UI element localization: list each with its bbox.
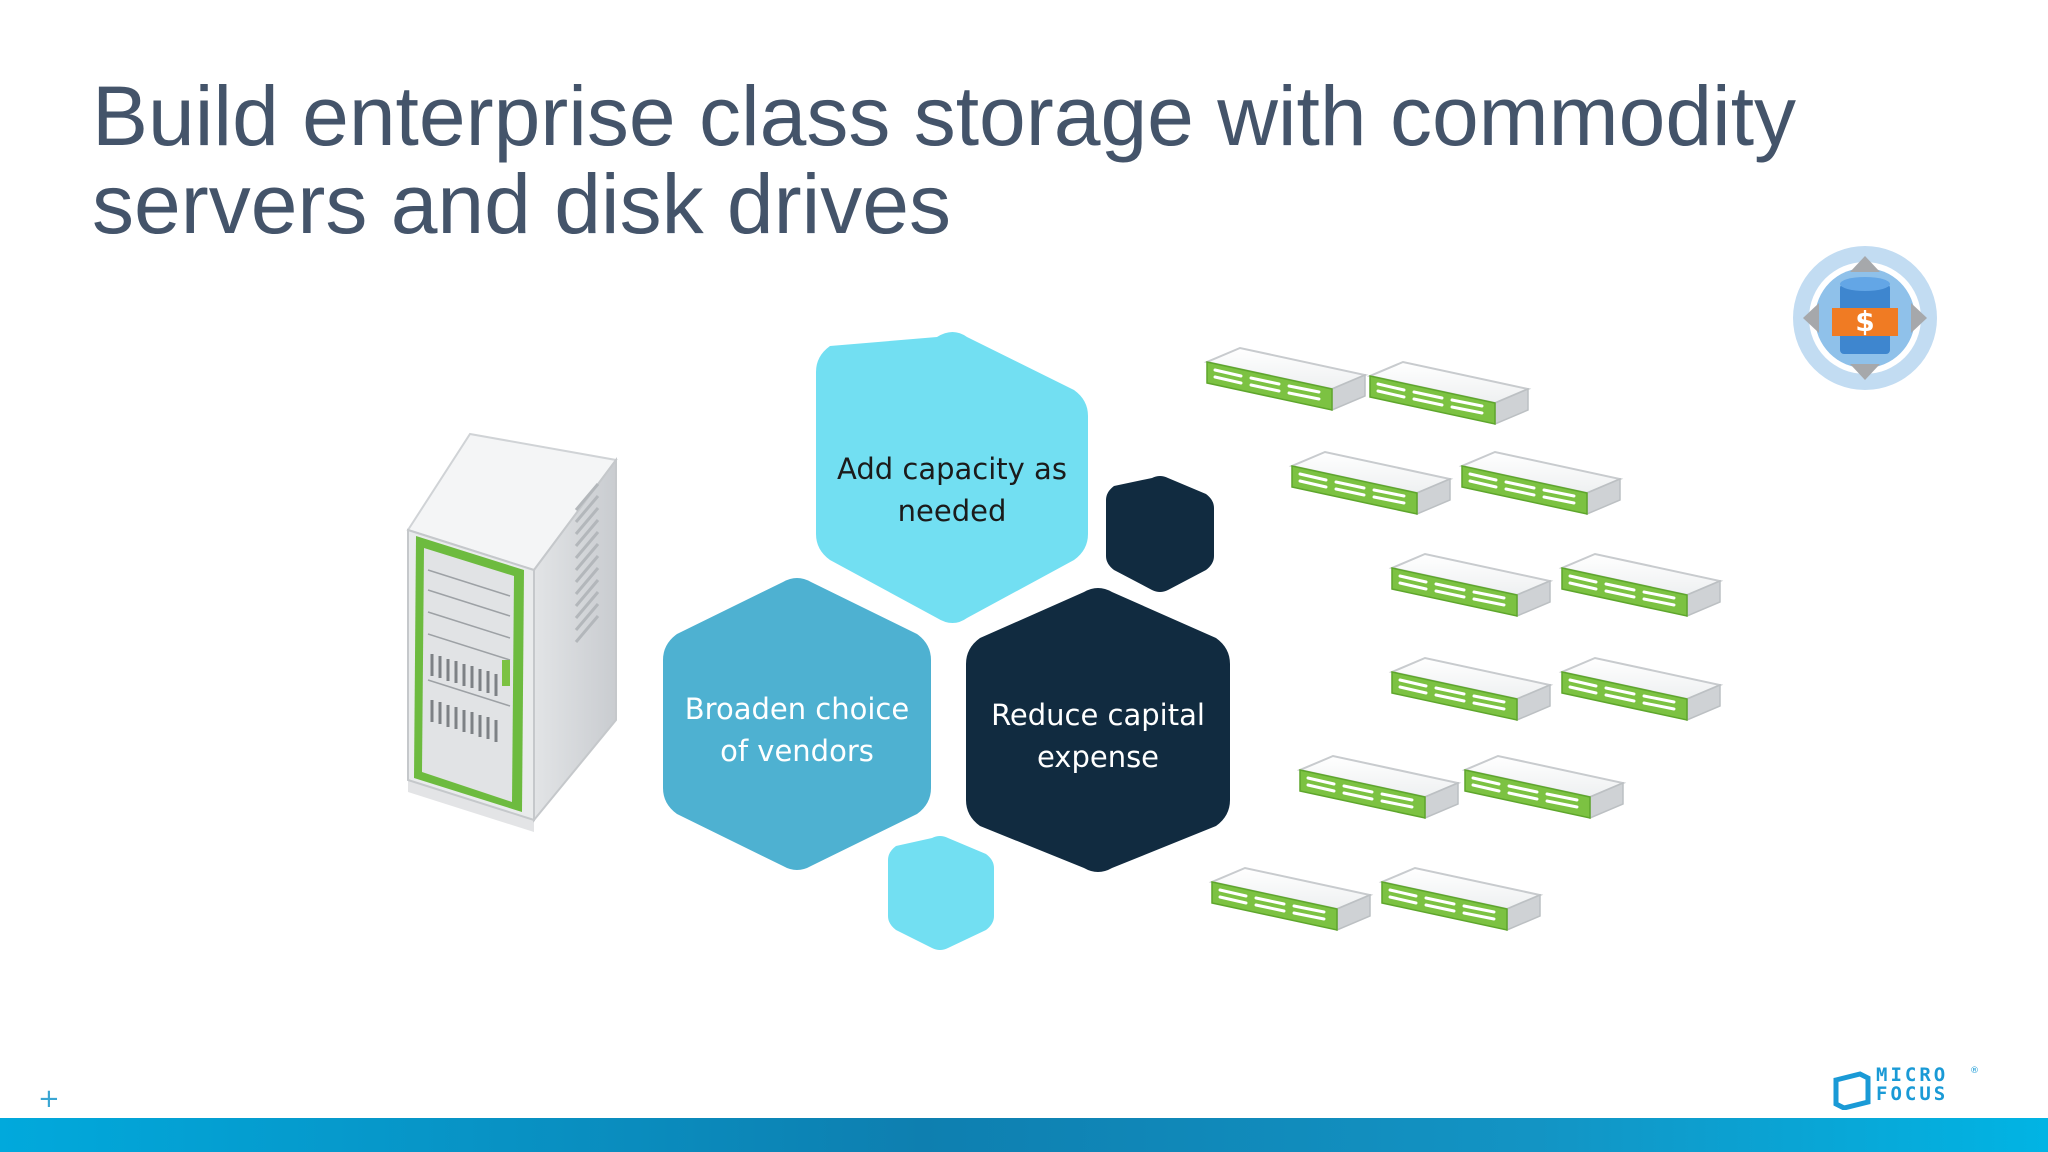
hex-small-navy <box>1106 476 1214 592</box>
logo-text: MICRO FOCUS <box>1876 1066 1948 1104</box>
tower-server-icon <box>406 432 618 832</box>
rack-server-icon <box>1205 346 1367 412</box>
footer-bar <box>0 1118 2048 1152</box>
rack-server-icon <box>1390 656 1552 722</box>
slide-title: Build enterprise class storage with comm… <box>92 72 1892 248</box>
benefit-add-capacity: Add capacity as needed <box>816 420 1088 560</box>
hex-add-capacity <box>816 332 1088 623</box>
rack-server-icon <box>1380 866 1542 932</box>
rack-server-icon <box>1560 656 1722 722</box>
slide-title-line-1: Build enterprise class storage with comm… <box>92 69 1797 163</box>
rack-server-icon <box>1463 754 1625 820</box>
slide-title-line-2: servers and disk drives <box>92 157 951 251</box>
badge-dollar-symbol: $ <box>1855 305 1874 338</box>
storage-cost-icon <box>1793 246 1937 390</box>
footer-plus-mark: + <box>38 1084 60 1114</box>
rack-server-icon <box>1210 866 1372 932</box>
micro-focus-logo: MICRO FOCUS ® <box>1832 1066 1980 1110</box>
logo-mark-icon <box>1833 1071 1871 1110</box>
hex-broaden-choice <box>663 578 931 870</box>
rack-server-icon <box>1290 450 1452 516</box>
benefit-reduce-capital: Reduce capital expense <box>966 666 1230 806</box>
commodity-servers-group <box>1205 346 1722 932</box>
hex-small-cyan <box>888 836 994 950</box>
benefit-reduce-capital-line-2: expense <box>1036 740 1160 774</box>
rack-server-icon <box>1368 360 1530 426</box>
benefit-broaden-choice-line-2: of vendors <box>720 734 874 768</box>
hex-reduce-capital <box>966 588 1230 872</box>
rack-server-icon <box>1560 552 1722 618</box>
benefit-reduce-capital-line-1: Reduce capital <box>991 698 1205 732</box>
benefit-add-capacity-line-1: Add capacity as <box>837 452 1067 486</box>
logo-text-line-1: MICRO <box>1876 1064 1949 1086</box>
rack-server-icon <box>1298 754 1460 820</box>
benefit-add-capacity-line-2: needed <box>897 494 1007 528</box>
rack-server-icon <box>1460 450 1622 516</box>
benefit-broaden-choice: Broaden choice of vendors <box>663 660 931 800</box>
benefit-broaden-choice-line-1: Broaden choice <box>684 692 910 726</box>
rack-server-icon <box>1390 552 1552 618</box>
logo-text-line-2: FOCUS <box>1876 1083 1949 1105</box>
logo-registered-mark: ® <box>1970 1066 1979 1076</box>
